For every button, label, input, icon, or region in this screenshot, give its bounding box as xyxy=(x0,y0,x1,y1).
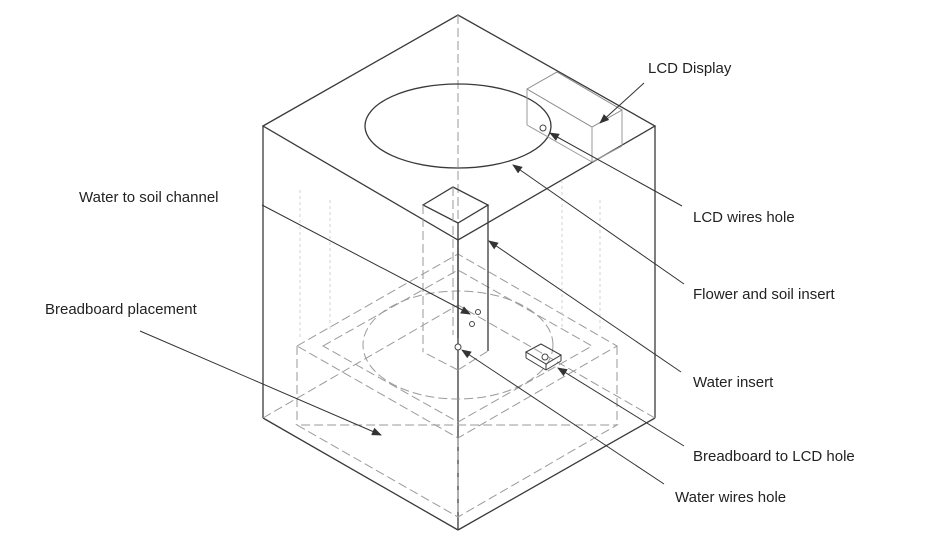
lcd-wires-hole-shape xyxy=(539,124,547,132)
leader-breadboard-placement xyxy=(139,330,382,436)
soil-channel-hole-2 xyxy=(469,321,475,327)
label-breadboard-placement: Breadboard placement xyxy=(45,301,198,318)
leader-lines xyxy=(139,82,685,485)
water-wires-hole-shape xyxy=(454,343,462,351)
box-bottom-right-edge xyxy=(457,417,656,531)
label-water-wires-hole: Water wires hole xyxy=(675,489,786,506)
box-bottom-left-edge xyxy=(262,417,459,531)
flower-soil-opening xyxy=(364,83,552,169)
label-lcd-display: LCD Display xyxy=(648,60,732,77)
lcd-display-housing xyxy=(525,71,624,163)
label-water-insert: Water insert xyxy=(693,374,774,391)
leader-water-soil-channel xyxy=(261,204,471,315)
faint-guides xyxy=(299,180,601,340)
labels: LCD Display LCD wires hole Flower and so… xyxy=(45,60,855,506)
label-water-to-soil-channel: Water to soil channel xyxy=(79,189,219,206)
leader-lcd-wires-hole xyxy=(549,132,683,207)
water-insert-column xyxy=(421,186,490,371)
leader-water-wires-hole xyxy=(461,349,665,485)
leader-breadboard-lcd-hole xyxy=(557,367,685,447)
outer-box xyxy=(261,14,657,531)
soil-channel-hole-1 xyxy=(475,309,481,315)
label-flower-soil-insert: Flower and soil insert xyxy=(693,286,836,303)
leader-lcd-display xyxy=(599,82,645,124)
breadboard-compartment xyxy=(295,253,619,518)
leader-flower-soil xyxy=(512,164,685,285)
leader-water-insert xyxy=(488,240,682,373)
label-breadboard-to-lcd-hole: Breadboard to LCD hole xyxy=(693,448,855,465)
box-top-face xyxy=(261,14,657,241)
label-lcd-wires-hole: LCD wires hole xyxy=(693,209,795,226)
breadboard-lcd-hole-block xyxy=(524,343,563,371)
